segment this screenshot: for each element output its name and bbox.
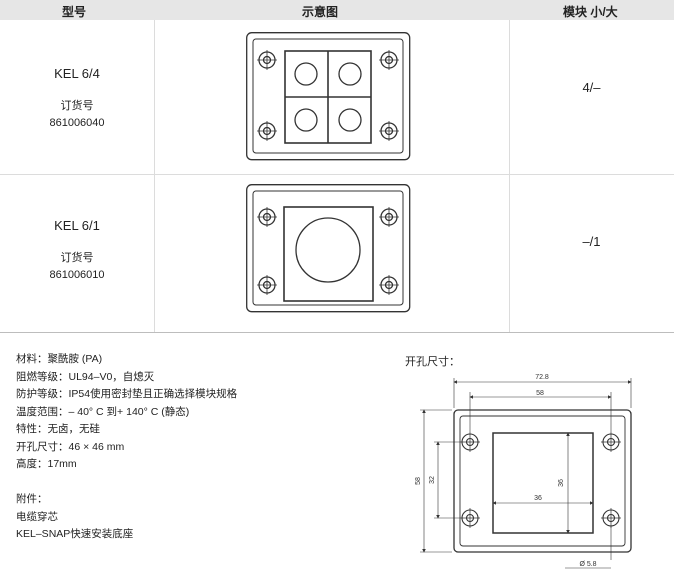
screw-hole-icon — [257, 207, 277, 227]
spec-line: 材料：聚酰胺 (PA) — [16, 353, 103, 365]
accessories: 附件： 电缆穿芯 KEL–SNAP快速安装底座 — [16, 491, 133, 544]
spec-line: 高度：17mm — [16, 458, 77, 470]
header-diagram: 示意图 — [302, 5, 339, 19]
spec-line: 开孔尺寸：46 × 46 mm — [16, 440, 125, 453]
dim-cutout-width: 36 — [534, 495, 542, 502]
order-label: 订货号 — [60, 100, 94, 112]
dim-cutout-height: 36 — [558, 479, 565, 487]
screw-hole-icon — [460, 508, 480, 528]
screw-hole-icon — [257, 121, 277, 141]
model-name: KEL 6/1 — [54, 218, 100, 233]
screw-hole-icon — [379, 275, 399, 295]
table-header: 型号 示意图 模块 小/大 — [0, 0, 674, 20]
dim-hole-spacing-y: 32 — [429, 476, 436, 484]
screw-hole-icon — [601, 508, 621, 528]
accessories-title: 附件： — [16, 493, 48, 505]
screw-hole-icon — [379, 207, 399, 227]
screw-hole-icon — [257, 50, 277, 70]
order-number: 861006010 — [49, 269, 105, 281]
table-row: KEL 6/4 订货号 861006040 — [0, 66, 154, 129]
accessory-item: 电缆穿芯 — [16, 510, 58, 523]
table-row: KEL 6/1 订货号 861006010 — [0, 218, 154, 281]
row-divider — [0, 174, 674, 175]
module-count: –/1 — [582, 234, 601, 249]
header-modules: 模块 小/大 — [563, 5, 618, 19]
model-name: KEL 6/4 — [54, 66, 100, 81]
spec-line: 温度范围：– 40° C 到+ 140° C (静态) — [16, 405, 190, 418]
column-divider — [154, 20, 155, 332]
specifications: 材料：聚酰胺 (PA) 阻燃等级：UL94–V0，自熄灭 防护等级：IP54使用… — [16, 351, 237, 474]
screw-hole-icon — [601, 432, 621, 452]
screw-hole-icon — [460, 432, 480, 452]
dim-hole-diameter: Ø 5.8 — [579, 561, 596, 568]
order-label: 订货号 — [60, 252, 94, 264]
cutout-dimension-drawing: 72.8 58 36 36 32 58 Ø 5.8 — [415, 374, 632, 569]
spec-line: 阻燃等级：UL94–V0，自熄灭 — [16, 370, 155, 383]
header-model: 型号 — [62, 5, 87, 19]
spec-line: 特性：无卤，无硅 — [16, 423, 100, 435]
dim-overall-height: 58 — [415, 477, 422, 485]
module-count: 4/– — [582, 80, 601, 95]
dim-hole-spacing-x: 58 — [536, 390, 544, 397]
diagram-kel-6-1 — [246, 184, 411, 313]
diagram-kel-6-4 — [246, 32, 411, 161]
screw-hole-icon — [379, 121, 399, 141]
spec-line: 防护等级：IP54使用密封垫且正确选择模块规格 — [16, 388, 238, 400]
screw-hole-icon — [379, 50, 399, 70]
order-number: 861006040 — [49, 117, 105, 129]
table-bottom-rule — [0, 332, 674, 333]
cutout-title: 开孔尺寸： — [405, 356, 460, 368]
screw-hole-icon — [257, 275, 277, 295]
accessory-item: KEL–SNAP快速安装底座 — [16, 528, 134, 540]
dim-overall-width: 72.8 — [535, 374, 549, 381]
column-divider — [509, 20, 510, 332]
